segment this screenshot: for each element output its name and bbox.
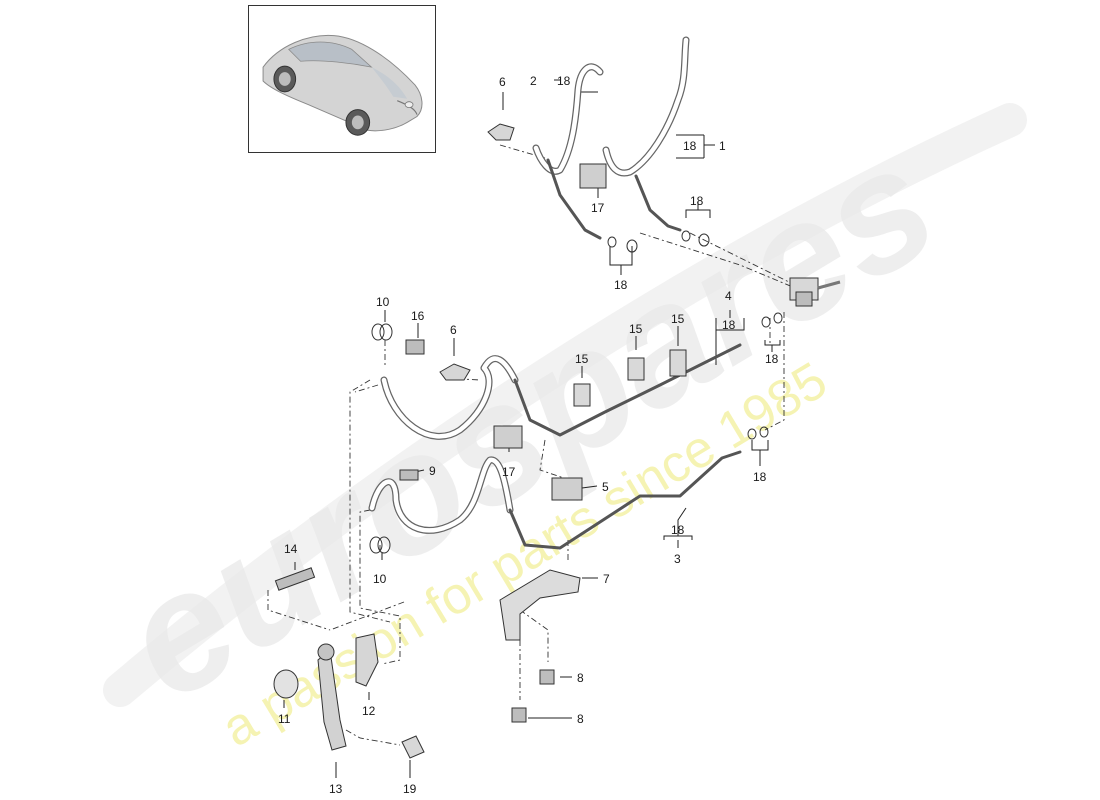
callout-18f: 18 (765, 352, 779, 366)
callout-12: 12 (362, 704, 376, 718)
valve-block (789, 277, 841, 307)
callout-13: 13 (329, 782, 343, 796)
callout-15a: 15 (575, 352, 589, 366)
car-icon (262, 34, 423, 136)
dashed-guides (267, 144, 801, 746)
callout-17a: 17 (591, 201, 605, 215)
callout-18d: 18 (614, 278, 628, 292)
callout-2: 2 (530, 74, 537, 88)
callout-8a: 8 (577, 671, 584, 685)
callout-18c: 18 (690, 194, 704, 208)
callout-5: 5 (602, 480, 609, 494)
callout-3: 3 (674, 552, 681, 566)
callout-11: 11 (278, 712, 291, 726)
callout-19: 19 (403, 782, 417, 796)
components (273, 123, 841, 759)
callouts: 1 2 3 4 5 6 6 7 8 8 9 10 10 11 12 13 14 … (278, 74, 779, 796)
callout-4: 4 (725, 289, 732, 303)
callout-14: 14 (284, 542, 298, 556)
callout-18h: 18 (671, 523, 685, 537)
callout-16: 16 (411, 309, 425, 323)
watermark-brand: eurospares (92, 108, 965, 736)
leader-lines (283, 79, 781, 778)
callout-10b: 10 (373, 572, 387, 586)
callout-6a: 6 (499, 75, 506, 89)
callout-7: 7 (603, 572, 610, 586)
callout-17b: 17 (502, 465, 516, 479)
callout-8b: 8 (577, 712, 584, 726)
callout-10a: 10 (376, 295, 390, 309)
callout-6b: 6 (450, 323, 457, 337)
callout-18e: 18 (722, 318, 736, 332)
callout-9: 9 (429, 464, 436, 478)
brake-lines (368, 36, 742, 550)
callout-18a: 18 (683, 139, 697, 153)
callout-18b: 18 (557, 74, 571, 88)
watermark: eurospares a passion for parts since 198… (92, 103, 1027, 758)
callout-1: 1 (719, 139, 726, 153)
callout-15b: 15 (629, 322, 643, 336)
callout-18g: 18 (753, 470, 767, 484)
vehicle-thumbnail (248, 5, 436, 153)
bolt-14 (274, 567, 316, 591)
bolt-16 (405, 339, 425, 355)
bolt-9 (399, 469, 419, 481)
callout-15c: 15 (671, 312, 685, 326)
